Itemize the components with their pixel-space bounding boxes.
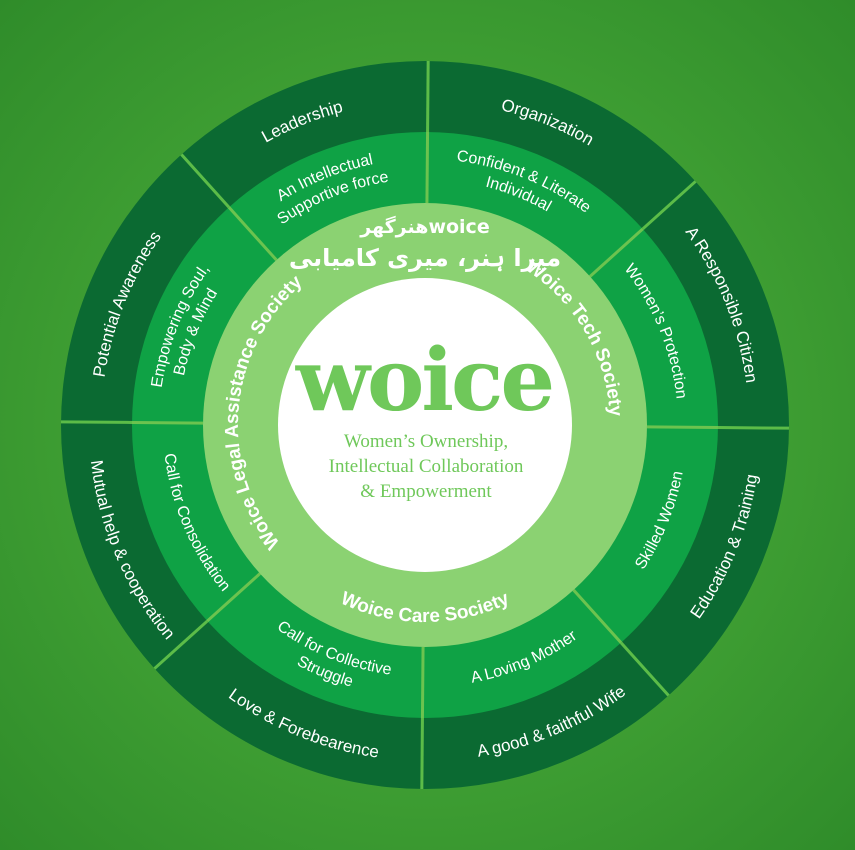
middle-divider-line xyxy=(227,206,278,262)
outer-divider-line xyxy=(61,420,133,424)
outer-divider-line xyxy=(619,641,670,697)
middle-ring-dividers xyxy=(131,131,719,719)
urdu-motto: میرا ہنر، میری کامیابی xyxy=(289,244,561,272)
middle-divider-line xyxy=(206,572,262,623)
middle-divider-line xyxy=(572,588,623,644)
urdu-brand: هنرگھرwoice xyxy=(359,215,489,238)
middle-divider-line xyxy=(425,131,430,204)
middle-divider-line xyxy=(646,425,719,430)
outer-divider-line xyxy=(180,153,231,209)
woice-logo-wordmark: woice xyxy=(295,330,552,431)
outer-ring-dividers xyxy=(61,61,789,789)
tagline-line-1: Women’s Ownership, xyxy=(344,431,508,452)
middle-divider-line xyxy=(420,646,425,719)
outer-divider-line xyxy=(641,180,697,231)
center-disc xyxy=(278,278,572,572)
middle-divider-line xyxy=(131,420,204,425)
outer-divider-line xyxy=(420,717,424,789)
tagline-line-2: Intellectual Collaboration xyxy=(329,456,524,477)
outer-divider-line xyxy=(717,426,789,430)
outer-divider-line xyxy=(153,619,209,670)
tagline-line-3: & Empowerment xyxy=(360,481,492,502)
outer-divider-line xyxy=(426,61,430,133)
middle-divider-line xyxy=(588,227,644,278)
